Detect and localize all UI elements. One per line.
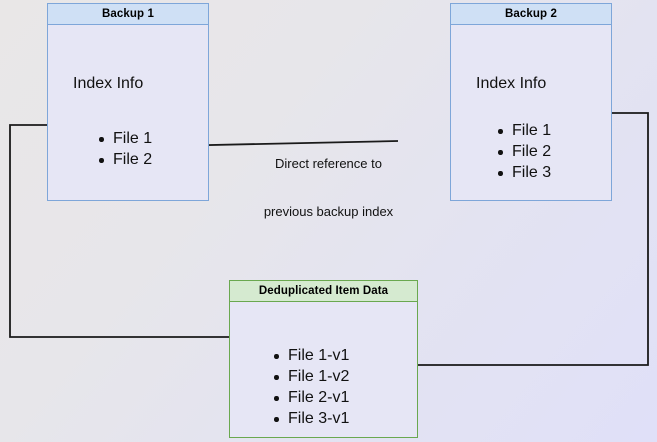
list-item: File 2: [97, 149, 152, 170]
node-backup-2[interactable]: Backup 2 Index Info File 1 File 2 File 3: [450, 3, 612, 201]
list-item: File 3: [496, 162, 551, 183]
node-backup-2-header: Backup 2: [451, 4, 611, 25]
list-item: File 1: [97, 128, 152, 149]
list-item: File 2-v1: [272, 387, 349, 408]
node-backup-1-header: Backup 1: [48, 4, 208, 25]
node-backup-1-item-list: File 1 File 2: [97, 128, 152, 170]
node-backup-2-item-list: File 1 File 2 File 3: [496, 120, 551, 183]
list-item: File 1-v2: [272, 366, 349, 387]
node-backup-2-body: Index Info File 1 File 2 File 3: [451, 25, 611, 200]
node-backup-1[interactable]: Backup 1 Index Info File 1 File 2: [47, 3, 209, 201]
list-item: File 2: [496, 141, 551, 162]
node-deduplicated-item-data-header: Deduplicated Item Data: [230, 281, 417, 302]
node-backup-2-subtitle: Index Info: [476, 75, 547, 92]
list-item: File 1: [496, 120, 551, 141]
list-item: File 1-v1: [272, 345, 349, 366]
edge-label-direct-reference: Direct reference to previous backup inde…: [246, 124, 411, 252]
edge-label-line-1: Direct reference to: [275, 156, 382, 171]
node-deduplicated-item-data-item-list: File 1-v1 File 1-v2 File 2-v1 File 3-v1: [272, 345, 349, 429]
node-backup-1-body: Index Info File 1 File 2: [48, 25, 208, 200]
edge-label-line-2: previous backup index: [263, 204, 394, 219]
node-deduplicated-item-data-body: File 1-v1 File 1-v2 File 2-v1 File 3-v1: [230, 302, 417, 437]
node-deduplicated-item-data[interactable]: Deduplicated Item Data File 1-v1 File 1-…: [229, 280, 418, 438]
list-item: File 3-v1: [272, 408, 349, 429]
node-backup-1-subtitle: Index Info: [73, 75, 144, 92]
